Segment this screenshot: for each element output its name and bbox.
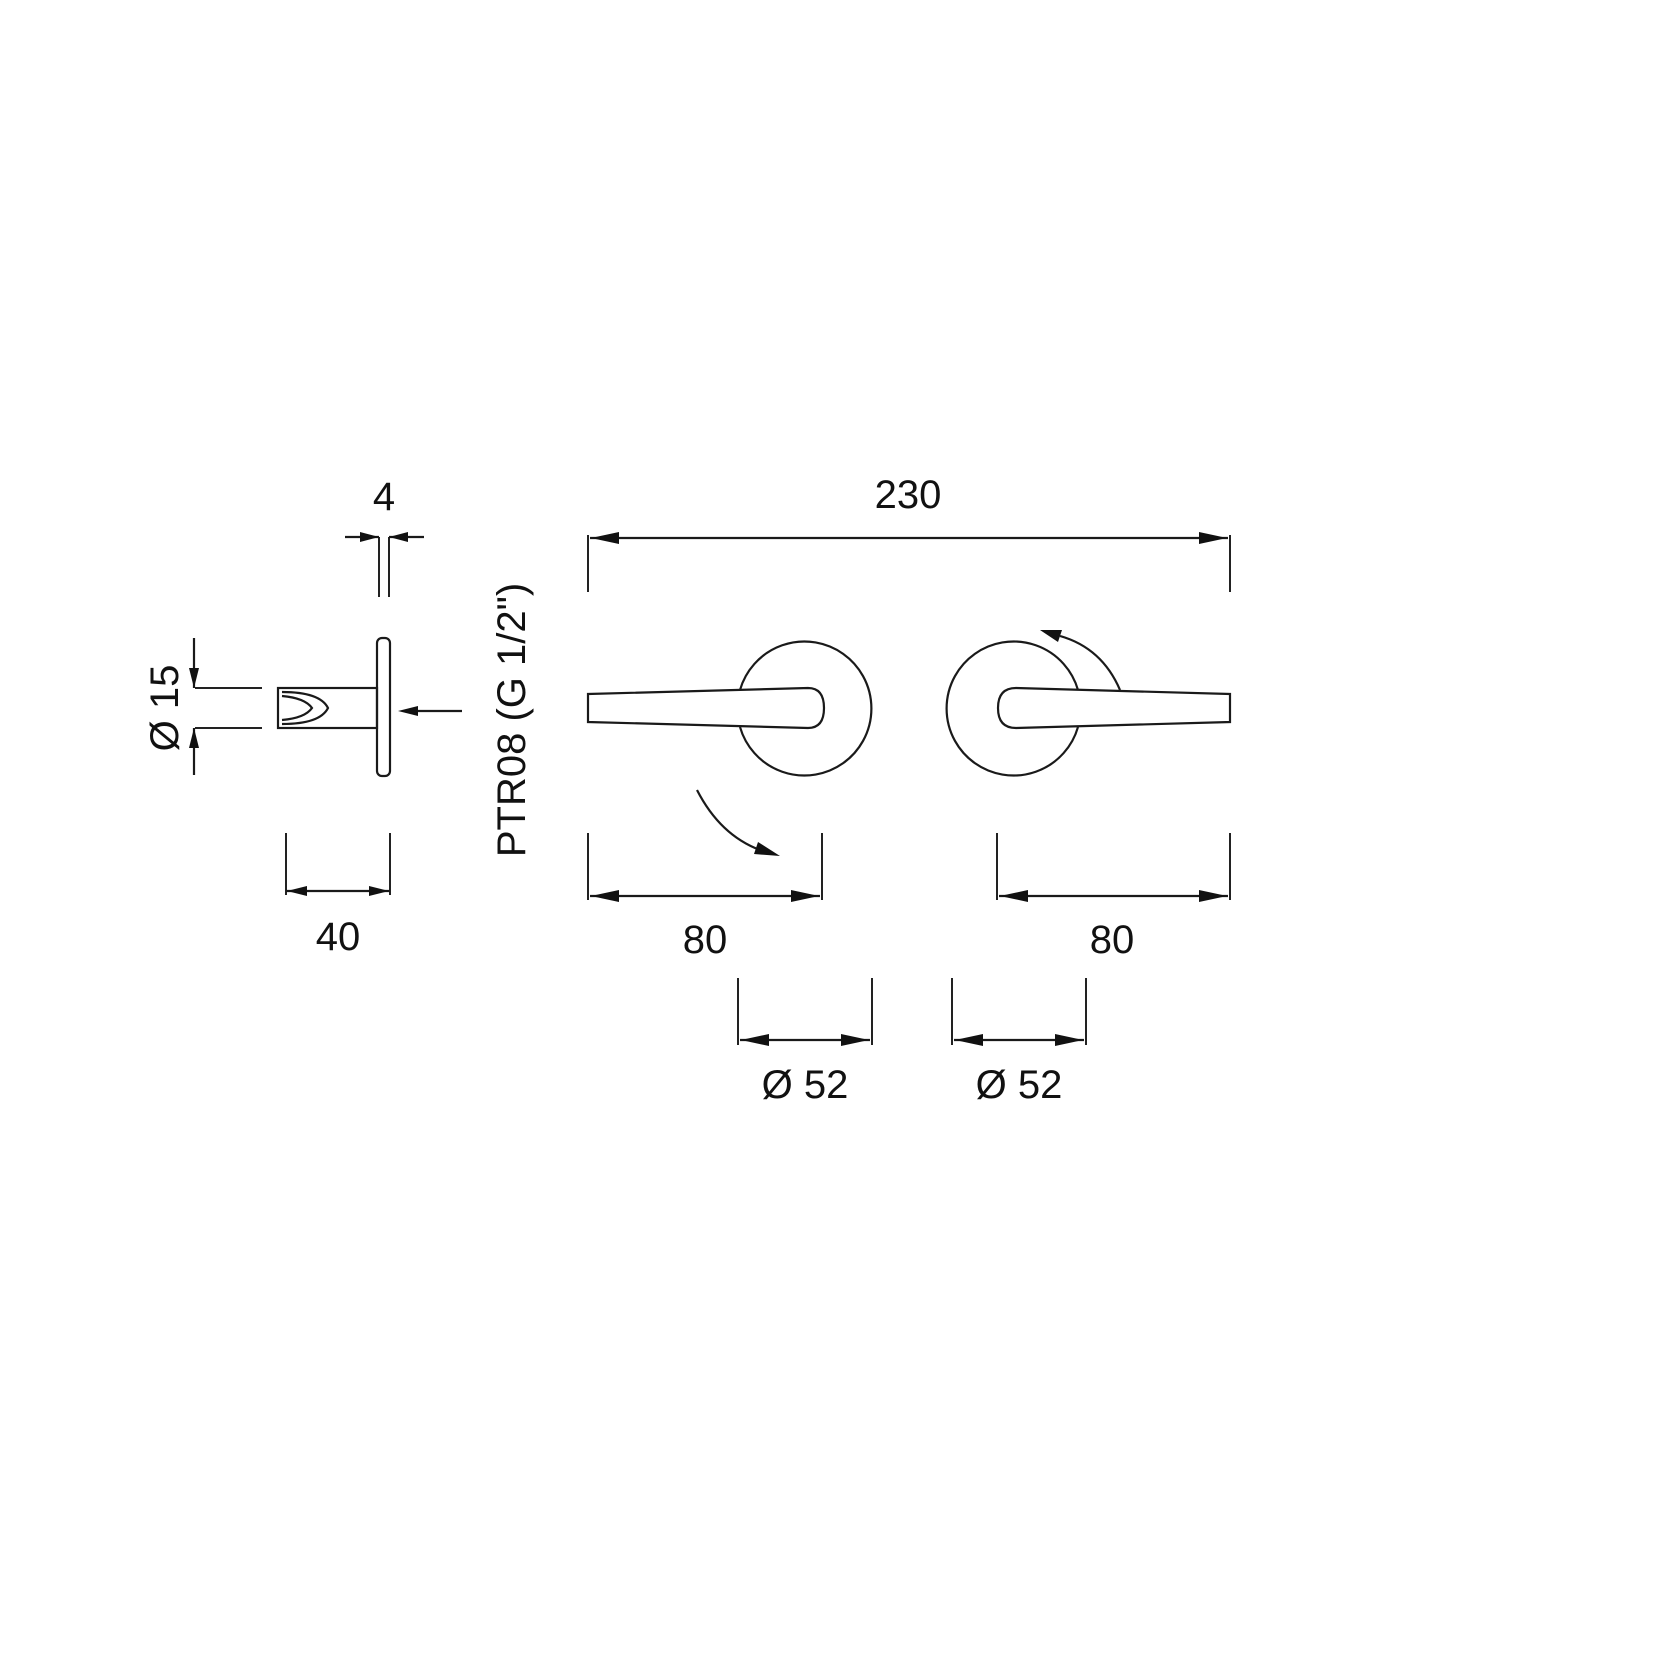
arrow-left-icon: [389, 532, 408, 542]
arrow-right-icon: [1055, 1034, 1083, 1046]
spout-outlet-curve: [281, 690, 330, 726]
right-lever-length-dimension: 80: [996, 833, 1231, 962]
left-plate-diameter-dimension: Ø 52: [737, 978, 873, 1107]
arrow-up-icon: [189, 728, 199, 748]
arrow-right-icon: [360, 532, 379, 542]
plate-thickness-dimension: 4: [345, 475, 424, 597]
left-lever: [586, 686, 826, 730]
arrow-right-icon: [1199, 890, 1227, 902]
right-plate-diameter-label: Ø 52: [976, 1063, 1063, 1107]
right-round-plate: [945, 640, 1080, 777]
left-round-plate: [738, 640, 873, 777]
arrow-left-icon: [741, 1034, 769, 1046]
wall-plate: [375, 636, 392, 778]
arrow-left-icon: [955, 1034, 983, 1046]
left-lever-length-label: 80: [683, 918, 728, 962]
left-plate-diameter-label: Ø 52: [762, 1063, 849, 1107]
arrow-left-icon: [591, 532, 619, 544]
right-handle: [945, 630, 1232, 777]
arrow-left-icon: [591, 890, 619, 902]
right-lever-length-label: 80: [1090, 918, 1135, 962]
side-view: 4 Ø 15: [143, 475, 462, 959]
spout-depth-dimension: 40: [285, 833, 391, 959]
arrow-left-icon: [398, 706, 418, 716]
overall-width-label: 230: [875, 473, 942, 517]
rotation-arrow-clockwise-icon: [754, 842, 780, 856]
mounting-arrow: [398, 706, 462, 716]
arrow-right-icon: [369, 886, 389, 896]
arrow-left-icon: [1000, 890, 1028, 902]
spout: [276, 686, 379, 730]
plate-thickness-label: 4: [373, 475, 395, 519]
arrow-down-icon: [189, 668, 199, 688]
spout-diameter-label: Ø 15: [143, 665, 187, 752]
part-code-label: PTR08 (G 1/2"): [490, 583, 534, 857]
arrow-right-icon: [1199, 532, 1227, 544]
arrow-right-icon: [841, 1034, 869, 1046]
arrow-left-icon: [287, 886, 307, 896]
spout-depth-label: 40: [316, 915, 361, 959]
left-handle: [586, 640, 873, 856]
arrow-right-icon: [791, 890, 819, 902]
right-lever: [996, 686, 1232, 730]
overall-width-dimension: 230: [587, 473, 1231, 592]
spout-diameter-dimension: Ø 15: [143, 638, 262, 775]
right-rotation-arrow: [1059, 634, 1122, 691]
front-view: 230 80: [586, 473, 1232, 1107]
spout-outlet-inner-curve: [281, 694, 314, 722]
right-plate-diameter-dimension: Ø 52: [951, 978, 1087, 1107]
rotation-arrow-counterclockwise-icon: [1040, 630, 1062, 642]
left-lever-length-dimension: 80: [587, 833, 823, 962]
left-rotation-arrow: [696, 789, 761, 852]
